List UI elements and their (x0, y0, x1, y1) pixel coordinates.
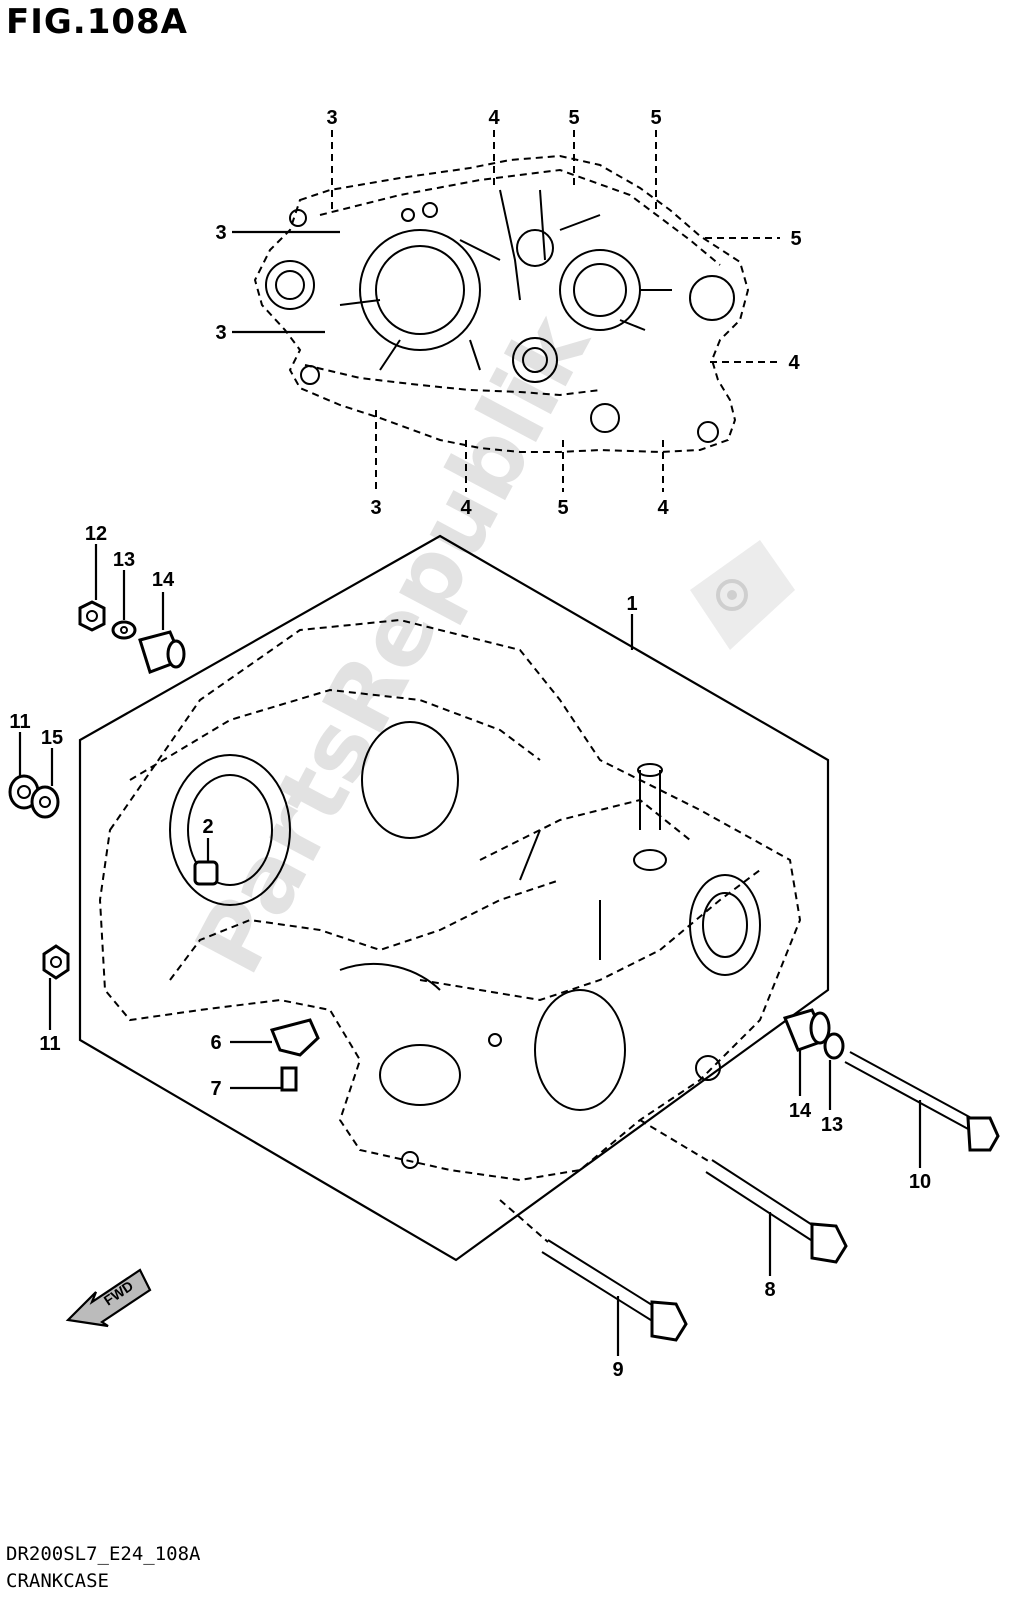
parts-12-13-14 (78, 544, 186, 674)
callout-2: 2 (202, 816, 213, 838)
crankcase-body (98, 618, 802, 1182)
figure-title: FIG.108A (6, 2, 188, 42)
callout-14: 14 (152, 569, 175, 591)
forward-arrow-icon: FWD (65, 1268, 152, 1328)
callout-5: 5 (650, 107, 661, 129)
dowel-pin (193, 838, 219, 886)
callout-13: 13 (113, 549, 135, 571)
callout-4: 4 (788, 352, 800, 374)
parts-14-13-10 (782, 1008, 1000, 1168)
callout-5: 5 (557, 497, 568, 519)
drawing-code: DR200SL7_E24_108A (6, 1543, 201, 1565)
callout-6: 6 (210, 1032, 221, 1054)
callout-3: 3 (326, 107, 337, 129)
watermark: PartsRepublik (175, 298, 611, 991)
callout-5: 5 (568, 107, 579, 129)
callout-5: 5 (790, 228, 801, 250)
callout-3: 3 (215, 222, 226, 244)
callout-7: 7 (210, 1078, 221, 1100)
top-view-outline (253, 154, 750, 454)
callout-12: 12 (85, 523, 107, 545)
watermark-gear-icon (690, 540, 795, 650)
top-view-leaders (232, 130, 780, 492)
callout-15: 15 (41, 727, 63, 749)
callout-11: 11 (39, 1033, 60, 1055)
callout-4: 4 (488, 107, 500, 129)
callout-14: 14 (789, 1100, 812, 1122)
parts-6-7 (230, 1018, 320, 1092)
callout-10: 10 (909, 1171, 931, 1193)
bolts-8-9 (499, 1119, 848, 1356)
figure-caption: CRANKCASE (6, 1570, 109, 1592)
callout-8: 8 (764, 1279, 775, 1301)
parts-11-15 (8, 732, 70, 1030)
callout-3: 3 (215, 322, 226, 344)
callout-4: 4 (657, 497, 669, 519)
watermark-text: PartsRepublik (175, 298, 611, 991)
assembly-boundary (78, 534, 830, 1262)
callout-3: 3 (370, 497, 381, 519)
callout-4: 4 (460, 497, 472, 519)
callout-13: 13 (821, 1114, 843, 1136)
callout-9: 9 (612, 1359, 623, 1381)
callout-1: 1 (626, 593, 637, 615)
callout-11: 11 (9, 711, 30, 733)
